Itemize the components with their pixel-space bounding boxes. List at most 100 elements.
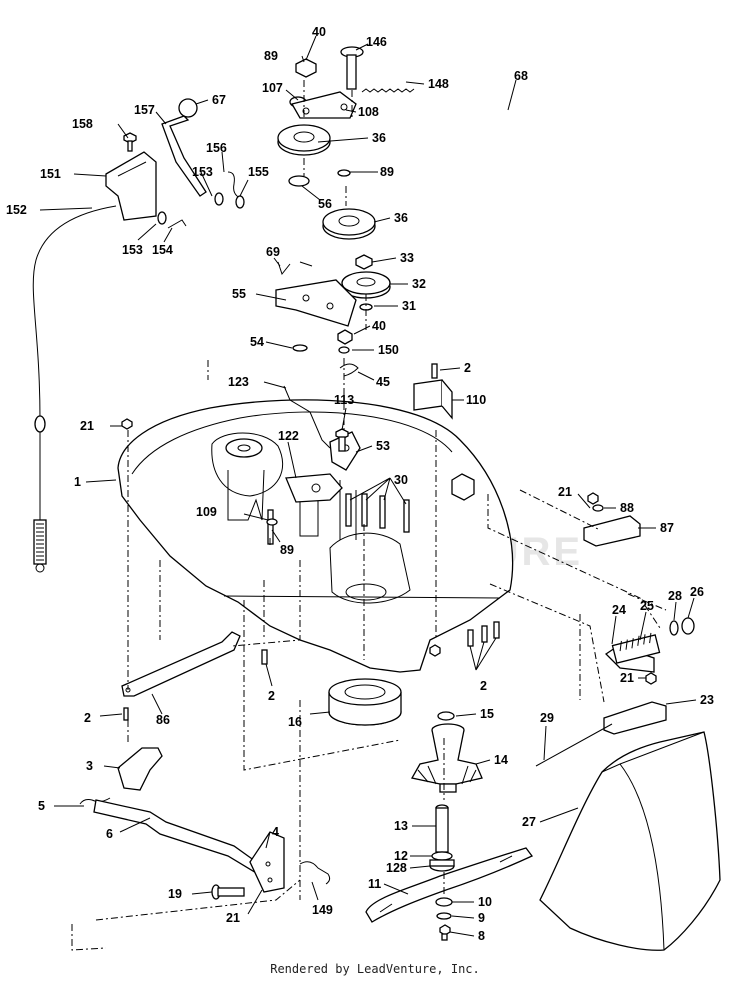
part-14-spindle-housing[interactable]	[410, 723, 483, 793]
part-88-washer[interactable]	[592, 504, 604, 512]
callout-89: 89	[280, 543, 294, 557]
callout-45: 45	[376, 375, 390, 389]
part-158-bolt[interactable]	[123, 132, 137, 152]
callout-33: 33	[400, 251, 414, 265]
callout-1: 1	[74, 475, 81, 489]
callout-24: 24	[612, 603, 626, 617]
callout-88: 88	[620, 501, 634, 515]
callout-153: 153	[192, 165, 213, 179]
part-146-carriage-bolt[interactable]	[340, 46, 364, 90]
callout-36: 36	[372, 131, 386, 145]
callout-28: 28	[668, 589, 682, 603]
part-89-washer[interactable]	[337, 169, 351, 177]
part-27-discharge-chute[interactable]	[539, 731, 721, 951]
callout-13: 13	[394, 819, 408, 833]
part-113-bolt[interactable]	[335, 428, 349, 452]
part-149-pin[interactable]	[299, 861, 331, 885]
part-156-spring[interactable]	[227, 171, 241, 199]
part-153-washer-lower[interactable]	[157, 211, 167, 225]
part-110-bracket[interactable]	[413, 379, 453, 420]
part-56-spacer[interactable]	[288, 175, 310, 187]
part-2-bolt-deck-left[interactable]	[261, 649, 268, 665]
part-21-nut-deck[interactable]	[429, 644, 441, 657]
part-151-lever-bracket[interactable]	[105, 151, 157, 221]
part-123-rod[interactable]	[283, 385, 331, 449]
part-9-lockwasher[interactable]	[436, 912, 452, 920]
part-3-bracket[interactable]	[117, 747, 163, 791]
callout-2: 2	[84, 711, 91, 725]
callout-29: 29	[540, 711, 554, 725]
part-21-nut-bracket[interactable]	[587, 492, 599, 505]
part-1-deck-housing[interactable]	[117, 399, 514, 673]
callout-69: 69	[266, 245, 280, 259]
part-89-washer-deck[interactable]	[266, 518, 278, 526]
part-36-idler-pulley-upper[interactable]	[277, 124, 331, 156]
part-55-idler-bracket[interactable]	[275, 279, 357, 327]
part-10-washer[interactable]	[435, 897, 453, 907]
callout-11: 11	[368, 877, 381, 891]
part-21-nut-chute[interactable]	[645, 672, 657, 685]
callout-6: 6	[106, 827, 113, 841]
part-153-washer-upper[interactable]	[214, 192, 224, 206]
callout-31: 31	[402, 299, 416, 313]
callout-89: 89	[264, 49, 278, 63]
part-29-rod[interactable]	[535, 723, 613, 767]
part-152-cable[interactable]	[32, 205, 117, 573]
callout-157: 157	[134, 103, 155, 117]
part-21-nut-left[interactable]	[121, 418, 133, 430]
callout-labels: 40 89 146 148 68 107 108 36 89 56 36 67 …	[6, 25, 714, 943]
part-67-knob[interactable]	[178, 98, 198, 118]
callout-21: 21	[620, 671, 634, 685]
part-86-stabilizer[interactable]	[121, 631, 241, 697]
callout-9: 9	[478, 911, 485, 925]
callout-107: 107	[262, 81, 283, 95]
callout-152: 152	[6, 203, 27, 217]
part-69-clip[interactable]	[277, 261, 313, 276]
part-122-idler-bracket[interactable]	[285, 473, 343, 503]
part-15-bearing[interactable]	[437, 711, 455, 721]
part-6-lift-link[interactable]	[93, 799, 263, 875]
callout-89: 89	[380, 165, 394, 179]
part-19-bolt[interactable]	[211, 884, 245, 900]
part-150-washer[interactable]	[338, 346, 350, 354]
part-4-lift-arm[interactable]	[249, 831, 285, 893]
part-87-bracket[interactable]	[583, 515, 641, 547]
part-155-clip[interactable]	[235, 195, 245, 209]
part-23-chute-bracket[interactable]	[603, 701, 667, 735]
part-2-bolt-top[interactable]	[431, 363, 438, 379]
part-154-pin[interactable]	[167, 219, 187, 229]
part-16-baffle[interactable]	[328, 678, 402, 726]
part-25-spring[interactable]	[611, 632, 661, 664]
part-13-spindle-shaft[interactable]	[435, 804, 449, 853]
part-11-blade[interactable]	[365, 847, 534, 923]
callout-25: 25	[640, 599, 654, 613]
callout-146: 146	[366, 35, 387, 49]
part-45-hairpin[interactable]	[339, 363, 359, 377]
part-68-belt[interactable]	[466, 58, 652, 198]
callout-21: 21	[558, 485, 572, 499]
callout-68: 68	[514, 69, 528, 83]
callout-15: 15	[480, 707, 494, 721]
part-12-bearing[interactable]	[431, 851, 453, 861]
callout-32: 32	[412, 277, 426, 291]
part-32-spindle-pulley[interactable]	[341, 271, 391, 299]
part-148-spring[interactable]	[361, 88, 415, 93]
part-8-bolt[interactable]	[439, 924, 451, 941]
part-108-idler-arm[interactable]	[291, 91, 357, 119]
callout-67: 67	[212, 93, 226, 107]
part-28-washer[interactable]	[669, 620, 679, 636]
part-40-nut-lower[interactable]	[337, 329, 353, 345]
part-157-lift-lever[interactable]	[161, 115, 207, 197]
part-36-idler-pulley-lower[interactable]	[322, 208, 376, 240]
callout-3: 3	[86, 759, 93, 773]
part-2-bolt-lower[interactable]	[123, 707, 129, 721]
part-54-washer[interactable]	[292, 344, 308, 352]
part-128-spacer[interactable]	[429, 859, 455, 872]
part-26-nut[interactable]	[681, 617, 695, 635]
part-5-clip[interactable]	[79, 797, 111, 805]
callout-154: 154	[152, 243, 173, 257]
part-33-nut[interactable]	[355, 254, 373, 270]
part-30-bolts[interactable]	[345, 493, 410, 533]
part-40-nut[interactable]	[295, 58, 317, 78]
callout-122: 122	[278, 429, 299, 443]
